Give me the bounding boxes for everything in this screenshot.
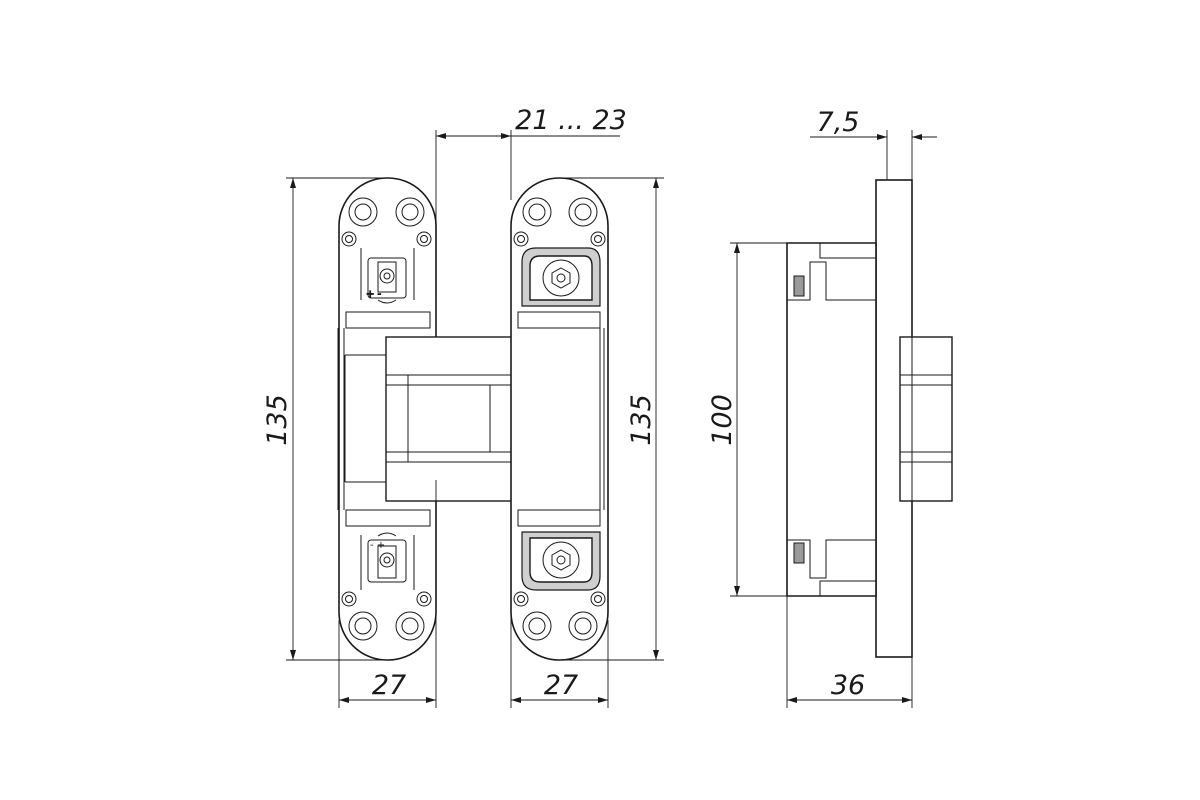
right-top-screw-holes xyxy=(513,197,606,247)
side-knuckle xyxy=(899,336,953,502)
dim-center-height: 100 xyxy=(707,394,738,446)
side-bottom-screw xyxy=(793,542,805,564)
left-top-adjuster: + - xyxy=(360,248,415,304)
side-view xyxy=(786,179,953,658)
right-bottom-cam xyxy=(521,531,601,591)
dimension-lines xyxy=(286,130,937,708)
left-lower-collar xyxy=(345,509,431,527)
dim-depth: 36 xyxy=(831,670,865,701)
dim-gap: 21 ... 23 xyxy=(515,105,627,136)
left-bottom-adjuster: - + xyxy=(360,532,415,590)
right-top-cam xyxy=(521,247,601,307)
dim-width-left: 27 xyxy=(372,670,406,701)
left-bottom-screw-holes xyxy=(341,591,432,641)
dim-height-left: 135 xyxy=(262,394,293,446)
side-top-screw xyxy=(793,275,805,297)
top-adjust-symbol: + - xyxy=(366,289,382,300)
left-upper-collar xyxy=(345,311,431,329)
dim-plate-thickness: 7,5 xyxy=(817,107,860,138)
dim-width-right: 27 xyxy=(544,670,578,701)
side-body xyxy=(786,242,877,597)
right-hinge-view xyxy=(510,177,609,661)
left-body-edge xyxy=(337,328,345,510)
left-top-screw-holes xyxy=(341,197,432,247)
dimension-labels: 135 135 100 27 27 21 ... 23 7,5 36 xyxy=(262,105,865,701)
dim-height-right: 135 xyxy=(626,394,657,446)
right-bottom-screw-holes xyxy=(513,591,606,641)
